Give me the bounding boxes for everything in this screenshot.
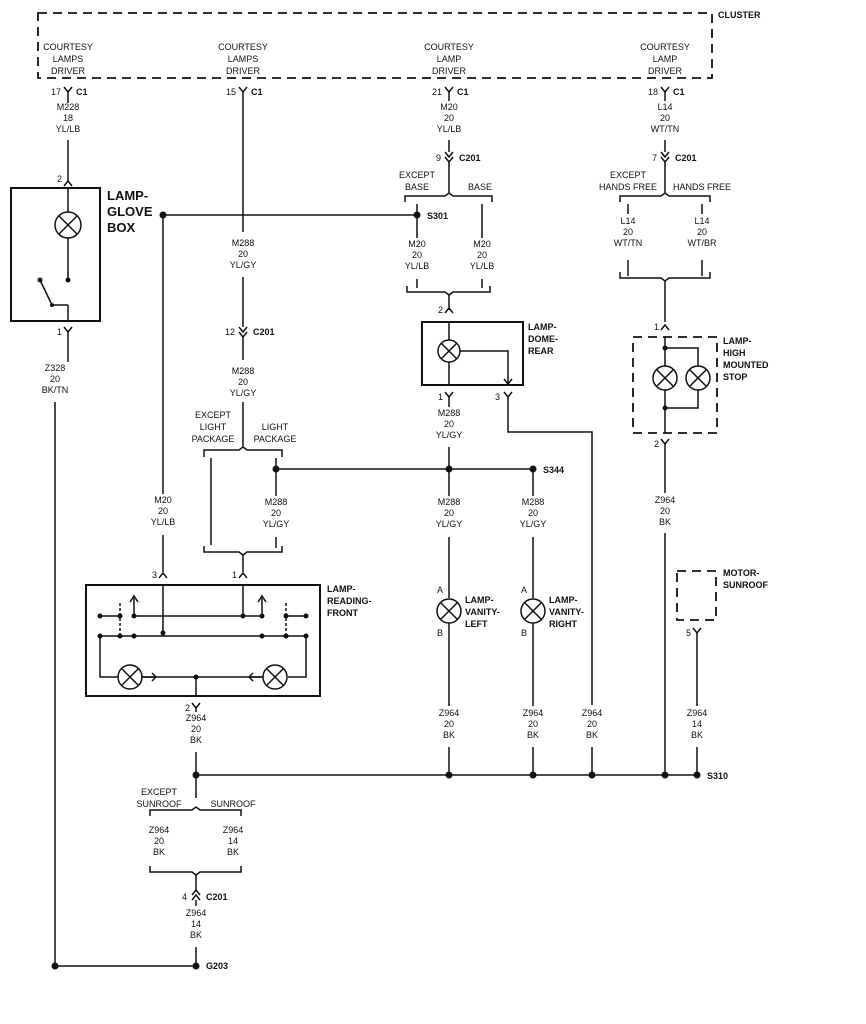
c201-label-l14: C201: [675, 153, 697, 163]
pin-dome-3: 3: [495, 392, 500, 402]
reading-front-lamp-group: 3 1 LAMP-READING-FRONT: [85, 570, 372, 798]
reading-front-lamp: [85, 584, 321, 697]
pin-21: 21: [432, 87, 442, 97]
option-sunroof: SUNROOF: [211, 799, 257, 809]
pin-read-1: 1: [232, 570, 237, 580]
cluster-pins: 17 C1 15 C1 21 C1 18 C1: [51, 86, 685, 97]
splice-s344: S344: [543, 465, 564, 475]
vanity-right-label: LAMP-VANITY-RIGHT: [549, 595, 584, 629]
pin-vl-b: B: [437, 628, 443, 638]
pin-c201-7: 7: [652, 153, 657, 163]
pin-15: 15: [226, 87, 236, 97]
glove-box-switch-icon: [39, 279, 53, 306]
vanity-left-label: LAMP-VANITY-LEFT: [465, 595, 500, 629]
c201-label-m20: C201: [459, 153, 481, 163]
pin-glove-2: 2: [57, 174, 62, 184]
cluster-label: CLUSTER: [718, 10, 761, 20]
c201-label-gnd: C201: [206, 892, 228, 902]
dome-rear-lamp: [421, 321, 524, 386]
pin-vl-a: A: [437, 585, 443, 595]
c1-label-4: C1: [673, 87, 685, 97]
c201-label-m288: C201: [253, 327, 275, 337]
pin-c201-12: 12: [225, 327, 235, 337]
pin-c201-4: 4: [182, 892, 187, 902]
pin-motor-5: 5: [686, 628, 691, 638]
pin-stop-2: 2: [654, 439, 659, 449]
option-hands-free: HANDS FREE: [673, 182, 731, 192]
pin-c201-9: 9: [436, 153, 441, 163]
pin-stop-1: 1: [654, 322, 659, 332]
glove-lamp-bulb-icon: [54, 211, 82, 239]
option-base: BASE: [468, 182, 492, 192]
pin-vr-a: A: [521, 585, 527, 595]
pin-dome-1: 1: [438, 392, 443, 402]
pin-read-3: 3: [152, 570, 157, 580]
pin-dome-2: 2: [438, 305, 443, 315]
glove-box-lamp: [10, 187, 101, 322]
pin-17: 17: [51, 87, 61, 97]
splice-s310: S310: [707, 771, 728, 781]
pin-18: 18: [648, 87, 658, 97]
reading-front-label: LAMP-READING-FRONT: [327, 584, 372, 618]
ground-g203: G203: [206, 961, 228, 971]
motor-sunroof: [676, 570, 717, 621]
splice-s301: S301: [427, 211, 448, 221]
pin-read-2: 2: [185, 703, 190, 713]
c1-label-1: C1: [76, 87, 88, 97]
motor-sunroof-label: MOTOR-SUNROOF: [723, 568, 769, 590]
c1-label-2: C1: [251, 87, 263, 97]
dome-rear-label: LAMP-DOME-REAR: [528, 322, 558, 356]
c1-label-3: C1: [457, 87, 469, 97]
pin-vr-b: B: [521, 628, 527, 638]
pin-glove-1: 1: [57, 327, 62, 337]
